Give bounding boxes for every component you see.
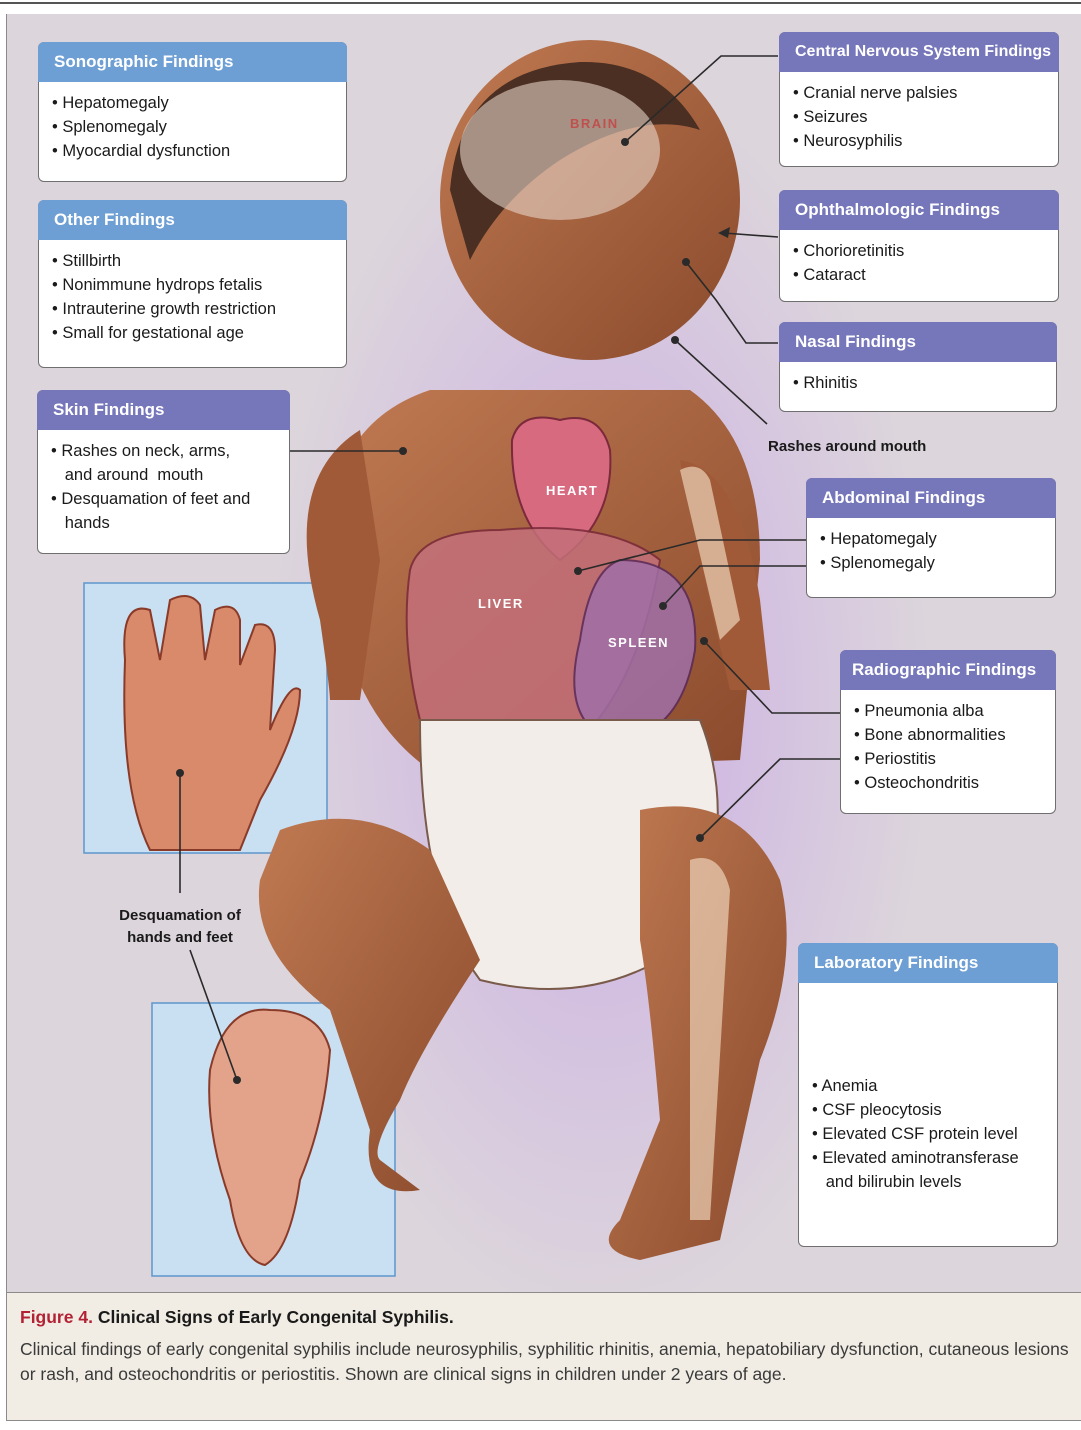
list-item: • Small for gestational age [52,321,276,345]
findings-list: • Anemia • CSF pleocytosis • Elevated CS… [812,1074,1019,1194]
findings-list: • Chorioretinitis • Cataract [793,239,904,287]
sonographic-findings-box: Sonographic Findings • Hepatomegaly • Sp… [38,42,347,182]
list-item: • Seizures [793,105,957,129]
other-findings-box: Other Findings • Stillbirth • Nonimmune … [38,200,347,368]
list-item: • Cataract [793,263,904,287]
list-item: • Desquamation of feet and [51,487,250,511]
list-item: • Hepatomegaly [52,91,230,115]
list-item: and bilirubin levels [812,1170,1019,1194]
rashes-around-mouth-label: Rashes around mouth [768,436,926,458]
list-item: • Splenomegaly [52,115,230,139]
box-header: Radiographic Findings [840,650,1056,690]
cns-findings-box: Central Nervous System Findings • Crania… [779,32,1059,167]
box-header: Sonographic Findings [38,42,347,82]
caption-body: Clinical findings of early congenital sy… [20,1337,1070,1387]
nasal-findings-box: Nasal Findings • Rhinitis [779,322,1057,412]
box-header: Abdominal Findings [806,478,1056,518]
list-item: • CSF pleocytosis [812,1098,1019,1122]
organ-label-heart: HEART [546,483,598,498]
findings-list: • Cranial nerve palsies • Seizures • Neu… [793,81,957,153]
skin-findings-box: Skin Findings • Rashes on neck, arms, an… [37,390,290,554]
desquamation-label: Desquamation of hands and feet [72,905,288,949]
top-rule [0,2,1081,4]
organ-label-brain: BRAIN [570,116,619,131]
ophthalmologic-findings-box: Ophthalmologic Findings • Chorioretiniti… [779,190,1059,302]
list-item: • Bone abnormalities [854,723,1006,747]
findings-list: • Hepatomegaly • Splenomegaly • Myocardi… [52,91,230,163]
list-item: • Chorioretinitis [793,239,904,263]
abdominal-findings-box: Abdominal Findings • Hepatomegaly • Sple… [806,478,1056,598]
list-item: • Hepatomegaly [820,527,937,551]
box-header: Other Findings [38,200,347,240]
list-item: • Myocardial dysfunction [52,139,230,163]
list-item: • Cranial nerve palsies [793,81,957,105]
list-item: • Splenomegaly [820,551,937,575]
list-item: • Periostitis [854,747,1006,771]
radiographic-findings-box: Radiographic Findings • Pneumonia alba •… [840,650,1056,814]
box-header: Laboratory Findings [798,943,1058,983]
organ-label-spleen: SPLEEN [608,635,669,650]
list-item: and around mouth [51,463,250,487]
bottom-rule [7,1420,1081,1421]
list-item: • Elevated CSF protein level [812,1122,1019,1146]
findings-list: • Hepatomegaly • Splenomegaly [820,527,937,575]
figure-title: Clinical Signs of Early Congenital Syphi… [98,1307,454,1327]
list-item: • Osteochondritis [854,771,1006,795]
list-item: • Rashes on neck, arms, [51,439,250,463]
brain-overlay [460,80,660,220]
list-item: • Anemia [812,1074,1019,1098]
desquamation-label-line2: hands and feet [72,927,288,949]
laboratory-findings-box: Laboratory Findings • Anemia • CSF pleoc… [798,943,1058,1247]
findings-list: • Rhinitis [793,371,857,395]
box-header: Central Nervous System Findings [779,32,1059,72]
list-item: • Stillbirth [52,249,276,273]
figure-caption: Figure 4. Clinical Signs of Early Congen… [7,1292,1081,1421]
desquamation-label-line1: Desquamation of [72,905,288,927]
list-item: hands [51,511,250,535]
list-item: • Pneumonia alba [854,699,1006,723]
caption-title: Figure 4. Clinical Signs of Early Congen… [20,1307,454,1328]
findings-list: • Stillbirth • Nonimmune hydrops fetalis… [52,249,276,345]
box-header: Nasal Findings [779,322,1057,362]
list-item: • Neurosyphilis [793,129,957,153]
list-item: • Rhinitis [793,371,857,395]
list-item: • Elevated aminotransferase [812,1146,1019,1170]
list-item: • Nonimmune hydrops fetalis [52,273,276,297]
findings-list: • Pneumonia alba • Bone abnormalities • … [854,699,1006,795]
box-header: Ophthalmologic Findings [779,190,1059,230]
list-item: • Intrauterine growth restriction [52,297,276,321]
organ-label-liver: LIVER [478,596,524,611]
box-header: Skin Findings [37,390,290,430]
findings-list: • Rashes on neck, arms, and around mouth… [51,439,250,535]
figure-number: Figure 4. [20,1307,93,1327]
